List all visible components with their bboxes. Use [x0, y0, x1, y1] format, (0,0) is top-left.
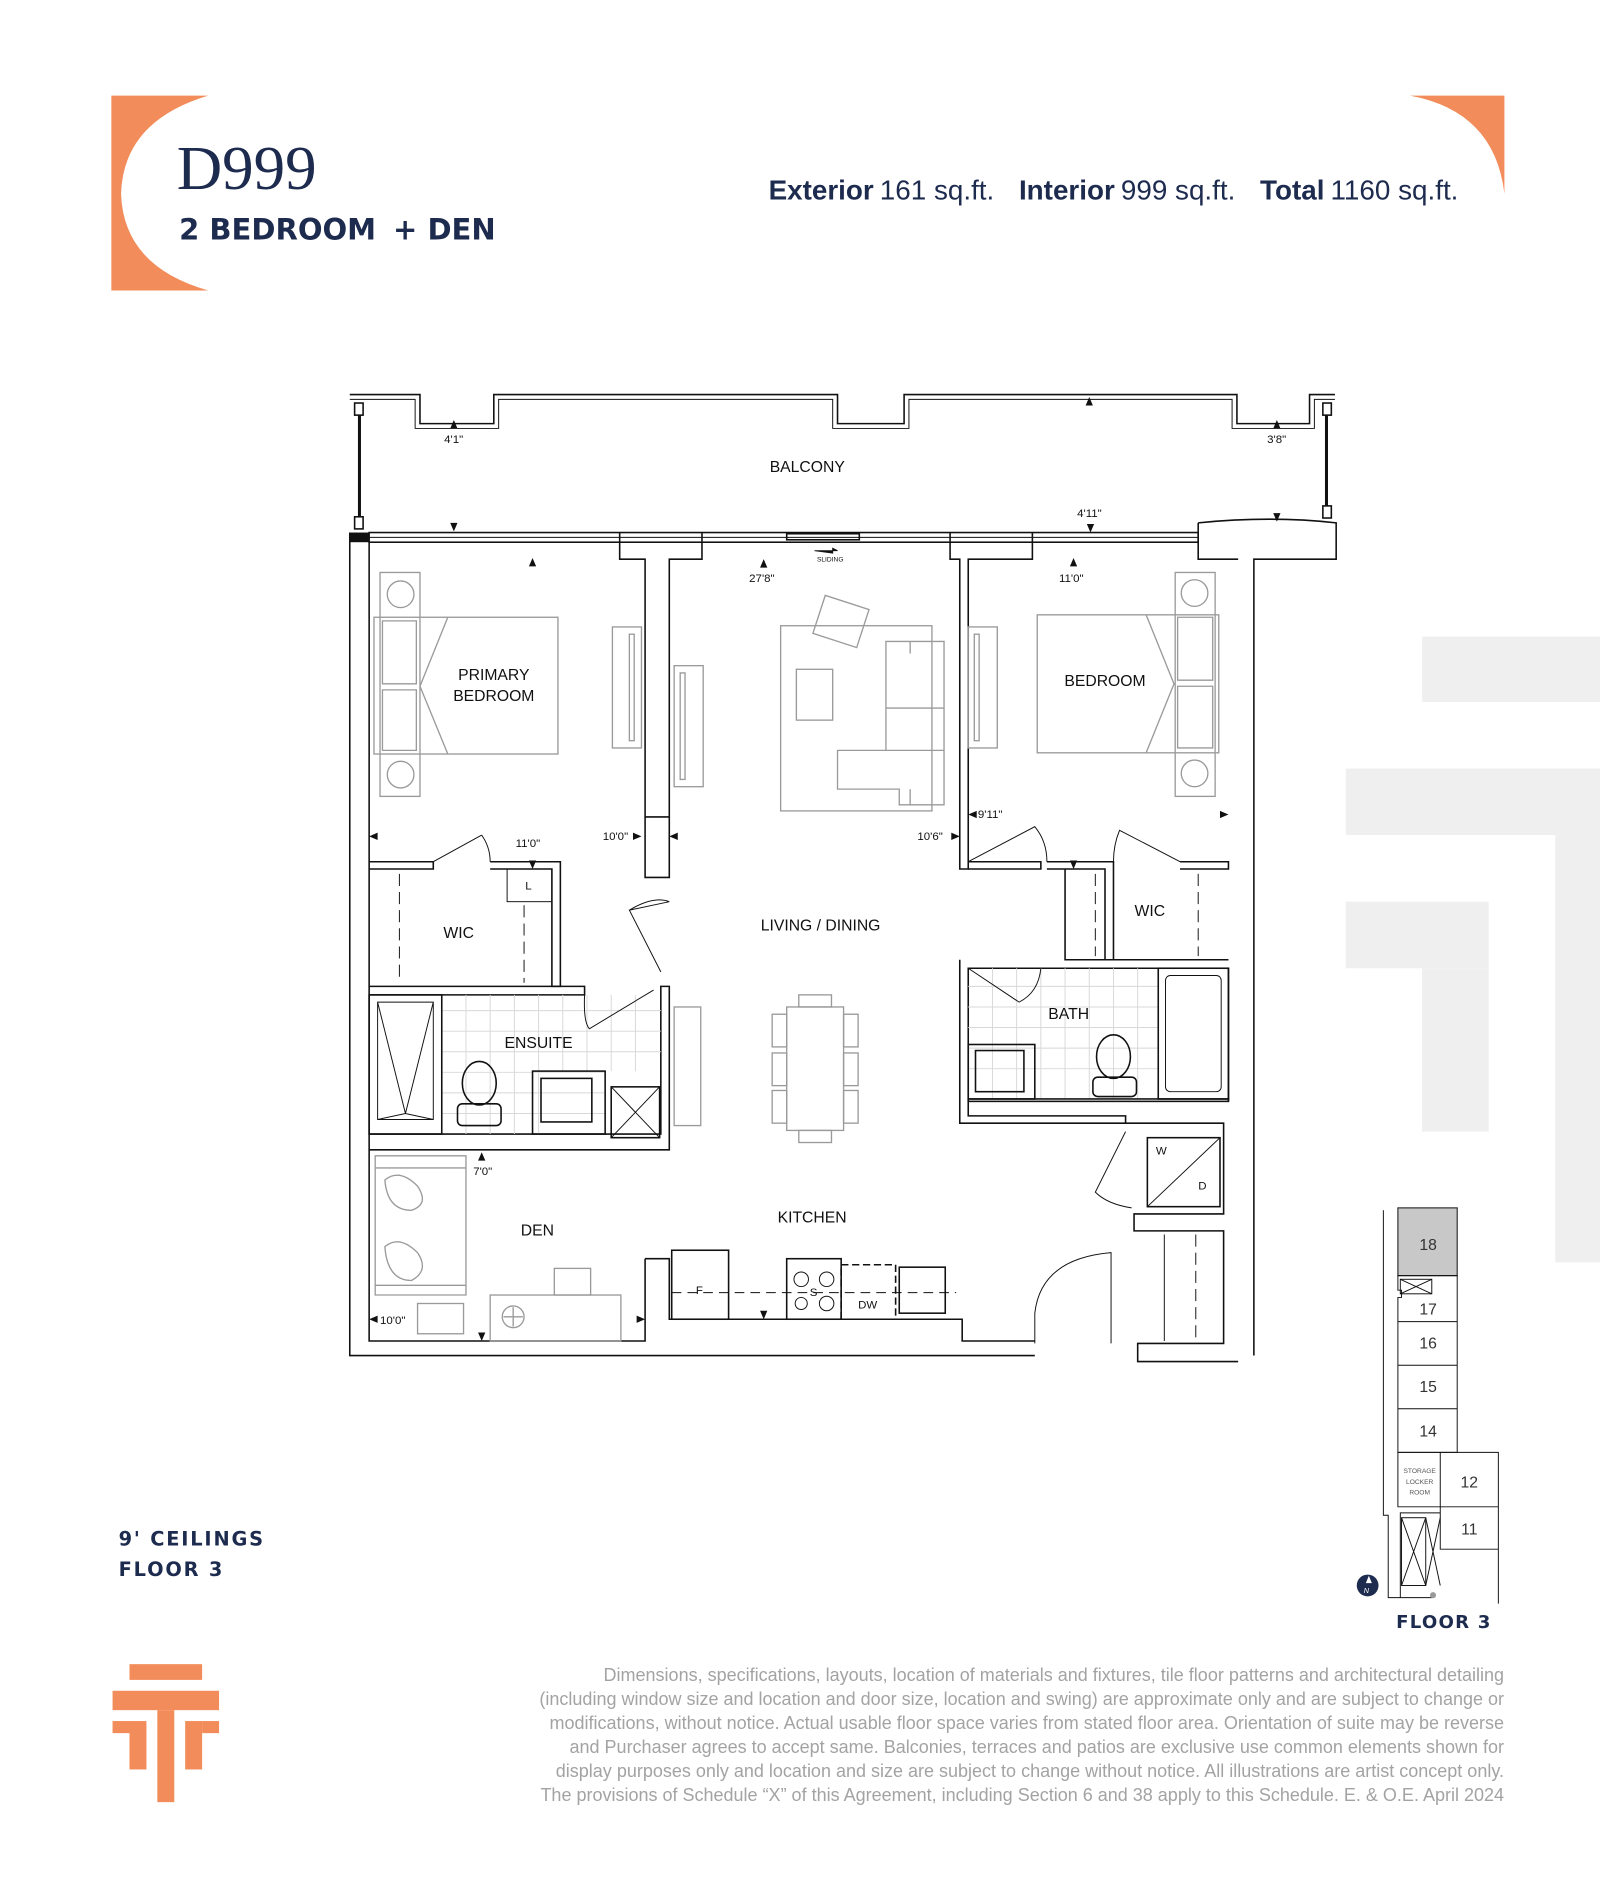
fixture-dryer: D	[1198, 1181, 1206, 1193]
fixture-linen: L	[525, 881, 531, 893]
key-unit-17: 17	[1419, 1301, 1436, 1318]
key-unit-18: 18	[1419, 1237, 1437, 1254]
header-accent-left	[111, 95, 209, 291]
sliding-door-label: SLIDING	[817, 557, 844, 564]
dim-balcony-right: 3'8"	[1267, 434, 1286, 446]
key-unit-15: 15	[1419, 1379, 1437, 1396]
unit-type: 2 BEDROOM+ DEN	[179, 213, 496, 247]
room-label-primary-2: BEDROOM	[453, 688, 534, 705]
key-unit-16: 16	[1419, 1335, 1437, 1352]
room-label-bedroom: BEDROOM	[1064, 673, 1145, 690]
key-plan: 18 17 16 15 14 12 11 STORAGE LOCKER ROOM…	[1356, 1207, 1499, 1633]
fixture-fridge: F	[696, 1285, 703, 1297]
brand-logo	[112, 1664, 220, 1803]
key-plan-label: FLOOR 3	[1396, 1612, 1492, 1633]
disclaimer-line: modifications, without notice. Actual us…	[549, 1713, 1504, 1733]
ensuite-tiles	[441, 994, 661, 1135]
svg-text:STORAGE: STORAGE	[1404, 1468, 1437, 1475]
room-label-wic-left: WIC	[443, 925, 474, 942]
room-label-balcony: BALCONY	[770, 459, 846, 476]
floor-number: FLOOR 3	[119, 1558, 225, 1581]
svg-text:N: N	[1364, 1586, 1370, 1595]
room-label-primary-1: PRIMARY	[458, 667, 530, 684]
ceiling-height: 9' CEILINGS	[119, 1528, 265, 1551]
disclaimer-line: and Purchaser agrees to accept same. Bal…	[569, 1737, 1504, 1757]
fixture-dishwasher: DW	[858, 1299, 877, 1311]
dim-balcony-left: 4'1"	[444, 434, 463, 446]
key-unit-11: 11	[1461, 1522, 1477, 1539]
dim-bedroom-depth: 9'11"	[978, 809, 1003, 821]
disclaimer-line: (including window size and location and …	[539, 1689, 1504, 1709]
key-unit-highlight	[1397, 1207, 1458, 1277]
room-label-bath: BATH	[1048, 1006, 1089, 1023]
floor-plan: BALCONY PRIMARY BEDROOM BEDROOM LIVING /…	[348, 393, 1337, 1363]
dim-living-width: 10'6"	[917, 831, 942, 843]
disclaimer-line: display purposes only and location and s…	[555, 1761, 1504, 1781]
key-unit-12: 12	[1461, 1474, 1478, 1491]
disclaimer-line: Dimensions, specifications, layouts, loc…	[603, 1665, 1504, 1685]
svg-text:LOCKER: LOCKER	[1406, 1479, 1434, 1486]
room-label-ensuite: ENSUITE	[505, 1035, 573, 1052]
key-unit-14: 14	[1419, 1424, 1437, 1441]
room-label-den: DEN	[521, 1223, 554, 1240]
svg-text:ROOM: ROOM	[1409, 1490, 1430, 1497]
fixture-stove: S	[810, 1287, 818, 1299]
legal-disclaimer: Dimensions, specifications, layouts, loc…	[404, 1663, 1504, 1807]
dim-den-depth: 7'0"	[473, 1166, 492, 1178]
bath-tiles	[968, 968, 1159, 1099]
balcony-outline	[349, 393, 1335, 530]
header-accent-right	[1409, 95, 1505, 194]
room-label-kitchen: KITCHEN	[778, 1209, 847, 1226]
unit-name: D999	[177, 133, 317, 203]
fixture-washer: W	[1156, 1146, 1167, 1158]
north-arrow-icon	[1356, 1574, 1379, 1597]
room-label-wic-right: WIC	[1135, 903, 1166, 920]
dim-den-width: 10'0"	[380, 1315, 405, 1327]
dim-primary-width: 11'0"	[516, 838, 541, 850]
dim-bedroom-width: 11'0"	[1059, 573, 1084, 585]
background-shape	[1345, 636, 1600, 1263]
dim-primary-depth: 10'0"	[603, 831, 628, 843]
dim-balcony-mid: 4'11"	[1077, 508, 1102, 520]
disclaimer-line: The provisions of Schedule “X” of this A…	[540, 1785, 1504, 1805]
dim-living-depth: 27'8"	[749, 573, 774, 585]
room-label-living-dining: LIVING / DINING	[761, 918, 881, 935]
